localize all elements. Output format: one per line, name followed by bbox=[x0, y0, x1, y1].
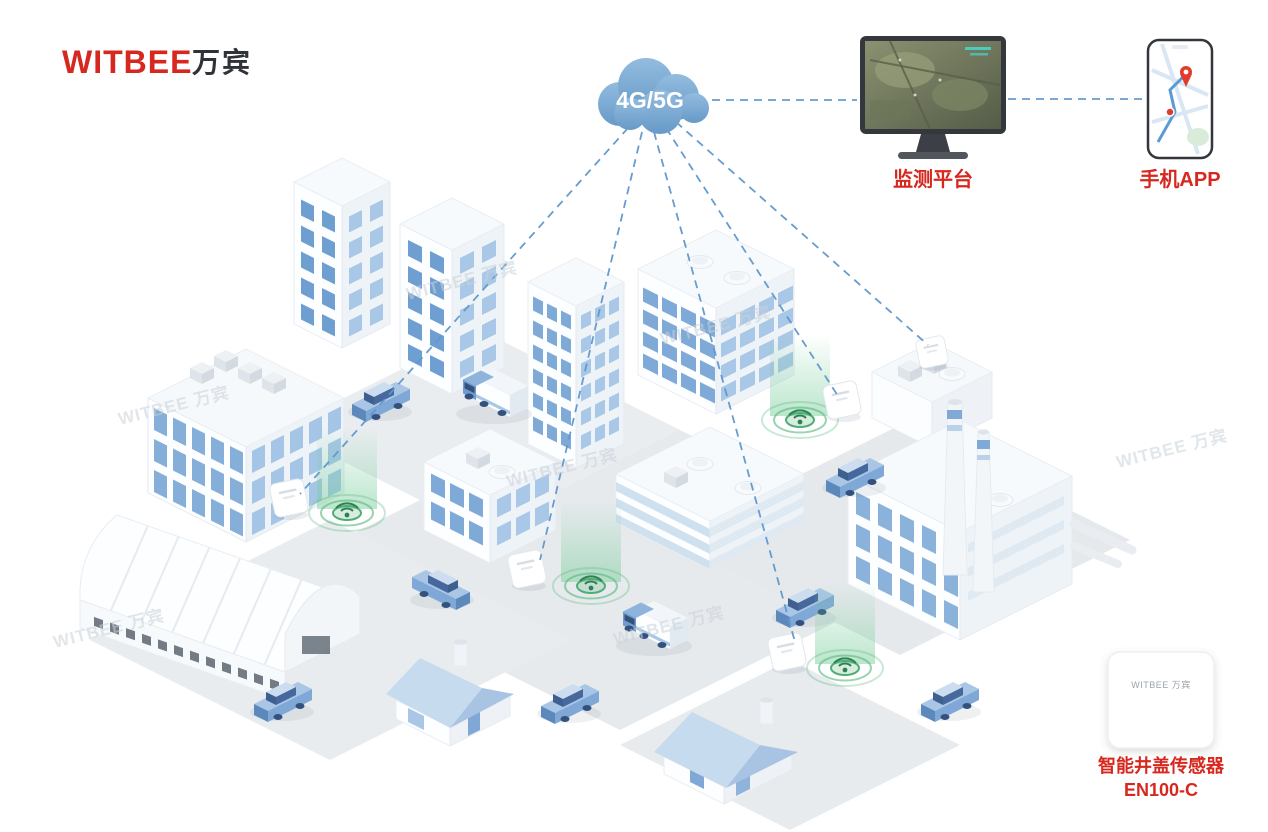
sensor-signal-icon bbox=[552, 499, 630, 605]
monitor-base bbox=[898, 152, 968, 159]
car-icon bbox=[348, 382, 412, 422]
cloud-label: 4G/5G bbox=[616, 87, 684, 113]
map-dot-icon bbox=[1165, 107, 1175, 117]
connector-cloud-sensor-1 bbox=[299, 127, 629, 495]
product-name: 智能井盖传感器 bbox=[1098, 755, 1225, 776]
monitor: 监测平台 bbox=[860, 36, 1006, 191]
house-1 bbox=[386, 639, 514, 747]
factory-chimneys bbox=[942, 399, 995, 593]
roof-dome-icon bbox=[686, 255, 714, 269]
sensor-device-icon bbox=[766, 631, 808, 675]
product-device-brand: WITBEE 万宾 bbox=[1131, 679, 1191, 690]
connector-cloud-sensor-4 bbox=[665, 127, 839, 397]
map-pin-icon bbox=[1180, 74, 1192, 87]
phone-app-label: 手机APP bbox=[1139, 167, 1220, 191]
house-2 bbox=[654, 697, 798, 805]
connector-cloud-sensor-5 bbox=[675, 121, 929, 346]
monitor-platform-label: 监测平台 bbox=[893, 167, 973, 191]
dashed-connectors bbox=[299, 98, 1145, 643]
phone: 手机APP bbox=[1139, 38, 1221, 191]
monitor-stand bbox=[916, 134, 950, 152]
factory-pipes bbox=[1069, 519, 1137, 568]
car-icon bbox=[917, 682, 981, 722]
building-midrise bbox=[423, 428, 557, 564]
logo-witbee: WITBEE bbox=[62, 44, 192, 80]
logo-wanbin: 万宾 bbox=[192, 47, 252, 78]
building-tower-1 bbox=[293, 157, 391, 349]
roof-dome-icon bbox=[686, 457, 714, 471]
roof-dome-icon bbox=[734, 481, 762, 495]
brand-logo: WITBEE 万宾 bbox=[62, 44, 252, 80]
factory-main bbox=[847, 419, 1073, 641]
product-device-card: WITBEE 万宾 智能井盖传感器 EN100-C bbox=[1098, 651, 1225, 800]
building-glass-block bbox=[147, 348, 345, 543]
connector-cloud-sensor-2 bbox=[539, 131, 643, 561]
watermark-text: WITBEE 万宾 bbox=[1114, 425, 1229, 472]
roof-dome-icon bbox=[723, 271, 751, 285]
phone-screen-map bbox=[1151, 43, 1209, 155]
cloud-4g5g: 4G/5G bbox=[598, 58, 709, 134]
building-tower-2 bbox=[399, 197, 505, 395]
sensor-device-icon bbox=[914, 334, 950, 372]
warehouse bbox=[79, 514, 361, 701]
building-tower-3 bbox=[527, 257, 625, 469]
connector-cloud-sensor-3 bbox=[653, 131, 796, 643]
sensor-device-icon bbox=[821, 379, 863, 423]
product-model: EN100-C bbox=[1124, 780, 1198, 800]
sensor-signal-icon bbox=[806, 581, 884, 687]
phone-notch bbox=[1172, 45, 1188, 49]
building-flat-wide bbox=[615, 426, 805, 570]
product-device-icon bbox=[1107, 651, 1215, 749]
sensor-device-icon bbox=[268, 477, 310, 521]
